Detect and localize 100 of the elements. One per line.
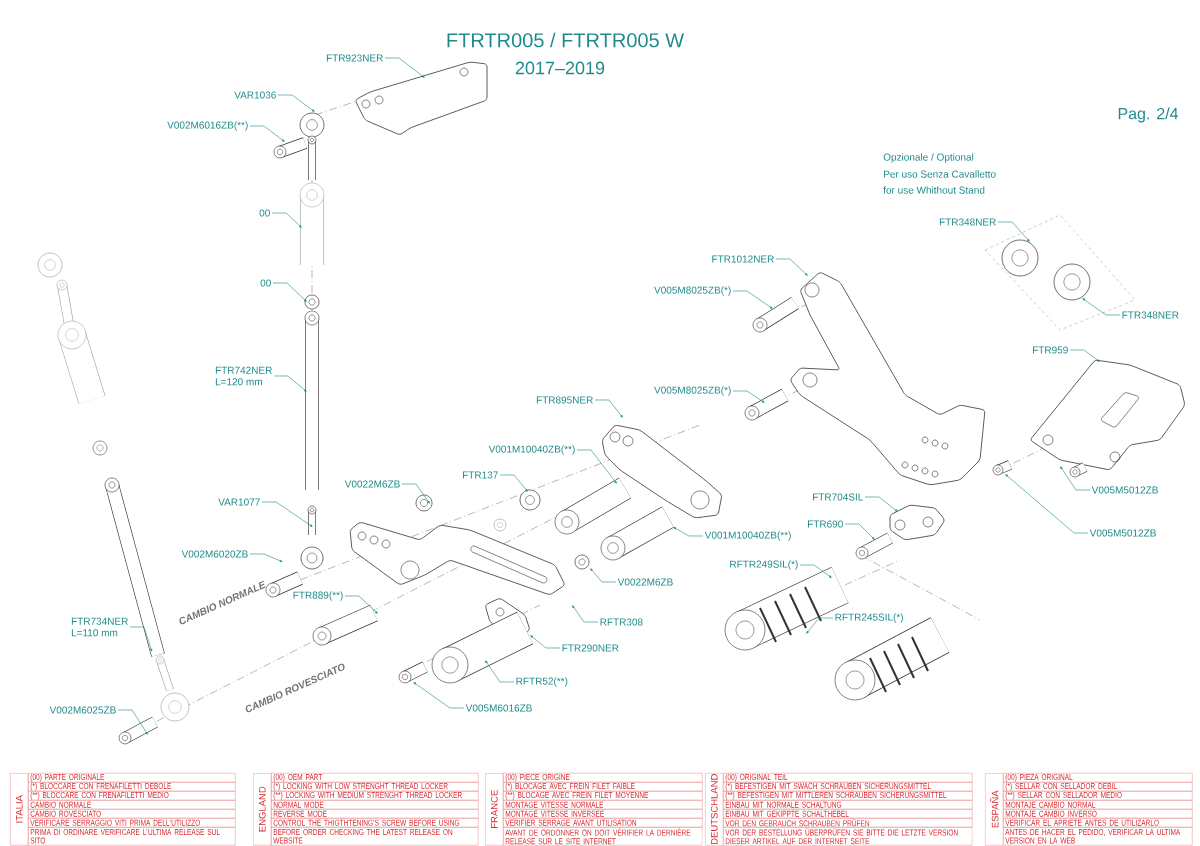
callout-label: FTR290NER (562, 644, 619, 652)
callout-label: FTR742NER L=120 mm (215, 366, 272, 386)
callout-label: V0022M6ZB (344, 480, 400, 488)
table-cell: (*) LOCKING WITH LOW STRENGHT THREAD LOCKER (271, 782, 479, 792)
leader-line (271, 212, 302, 228)
leader-line (413, 682, 465, 709)
note: Opzionale / Optional (883, 153, 974, 163)
leader-line (844, 523, 875, 540)
country-cell: ESPAÑA (985, 773, 1004, 846)
title: FTRTR005 / FTRTR005 W (447, 32, 684, 48)
table-cell: CAMBIO ROVESCIATO (28, 809, 236, 819)
leader-line (732, 290, 773, 309)
table-cell: EINBAU MIT NORMALE SCHALTUNG (723, 800, 973, 810)
table-cell: PRIMA DI ORDINARE VERIFICARE L'ULTIMA RELEASE SUL SITO (28, 827, 236, 846)
page-number: Pag. 2/4 (1118, 107, 1179, 123)
leader-line (344, 595, 378, 614)
callout-label: V005M8025ZB(*) (654, 386, 731, 396)
table-cell: MONTAJE CAMBIO INVERSO (1003, 809, 1193, 819)
leader-line (261, 501, 313, 527)
leader-line (129, 626, 153, 652)
table-cell: (*) BEFESTIGEN MIT SWACH SCHRAUBEN SICHERUNGSMITTEL (723, 782, 973, 792)
table-cell: MONTAGE VITESSE NORMALE (503, 800, 703, 810)
table-cell: ANTES DE HACER EL PEDIDO, VERIFICAR LA ULTIMA VERSION EN LA WEB (1003, 827, 1193, 846)
table-cell: (**) SELLAR CON SELLADOR MEDIO (1003, 791, 1193, 801)
callout-label: FTR704SIL (813, 493, 863, 501)
callout-label: V005M5012ZB (1089, 529, 1156, 537)
table-cell: MONTAJE CAMBIO NORMAL (1003, 800, 1193, 810)
leader-line (576, 449, 617, 484)
callout-label: FTR734NER L=110 mm (71, 617, 128, 637)
table-cell: (00) PIEZA ORIGINAL (1003, 773, 1193, 783)
callout-label: V005M8025ZB(*) (654, 286, 731, 296)
leader-line (277, 94, 315, 112)
table-cell: (00) ORIGINAL TEIL (723, 773, 973, 783)
table-cell: (**) BLOCCARE CON FRENAFILETTI MEDIO (28, 791, 236, 801)
leader-line (806, 617, 834, 634)
leader-line (997, 221, 1030, 242)
callout-label: V001M10040ZB(**) (704, 531, 791, 541)
callout-label: RFTR52(**) (516, 677, 568, 687)
table-cell: (*) BLOCCARE CON FRENAFILETTI DEBOLE (28, 782, 236, 792)
leader-line (1005, 474, 1089, 534)
leader-line (485, 660, 515, 683)
leader-line (732, 390, 765, 403)
table-cell: VOR DER BESTELLUNG ÜBERPRÜFEN SIE BITTE DIE LETZTE VERSION DIESER ARTIKEL AUF DER INTERNET SEITE (723, 827, 973, 846)
callout-label: FTR137 (463, 471, 498, 479)
table-cell: (00) PIECE ORIGINE (503, 773, 703, 783)
table-cell: (00) OEM PART (271, 773, 479, 783)
country-cell: ENGLAND (253, 773, 272, 846)
leader-line (590, 568, 617, 583)
table-cell: VOR DEN GEBRAUCH SCHRAUBEN PRÜFEN (723, 818, 973, 828)
table-cell: MONTAGE VITESSE INVERSEE (503, 809, 703, 819)
leader-line (384, 57, 425, 78)
leader-line (799, 564, 832, 578)
note: for use Whithout Stand (883, 186, 985, 194)
callout-label: VAR1036 (234, 91, 276, 99)
table-cell: CONTROL THE THIGTHTENING'S SCREW BEFORE USING (271, 818, 479, 828)
callout-label: RFTR245SIL(*) (835, 613, 903, 623)
table-cell: (*) SELLAR CON SELLADOR DEBIL (1003, 782, 1193, 792)
leader-line (249, 553, 283, 562)
table-cell: NORMAL MODE (271, 800, 479, 810)
leader-line (673, 527, 704, 537)
table-cell: (00) PARTE ORIGINALE (28, 773, 236, 783)
country-cell: FRANCE (485, 773, 504, 846)
leader-line (272, 282, 307, 302)
leader-line (775, 258, 808, 276)
callout-label: V0022M6ZB (617, 578, 673, 586)
leader-line (864, 496, 898, 512)
leader-line (530, 635, 561, 649)
table-cell: REVERSE MODE (271, 809, 479, 819)
table-cell: VERIFICARE SERRAGGIO VITI PRIMA DELL'UTILIZZO (28, 818, 236, 828)
leader-line (249, 125, 285, 142)
callout-label: FTR923NER (326, 54, 383, 62)
callout-label: V005M6016ZB (465, 704, 532, 712)
callout-label: 00 (259, 209, 270, 217)
callout-label: V002M6025ZB (49, 706, 116, 714)
table-cell: BEFORE ORDER CHECKING THE LATEST RELEASE ON WEBSITE (271, 827, 479, 846)
table-cell: (**) LOCKING WITH MEDIUM STRENGHT THREAD LOCKER (271, 791, 479, 801)
table-cell: EINBAU MIT GEKIPPTE SCHALTHEBEL (723, 809, 973, 819)
leader-line (499, 474, 528, 492)
callout-label: FTR348NER (1122, 311, 1179, 319)
callout-label: FTR348NER (939, 218, 996, 226)
table-cell: AVANT DE ORDONNER ON DOIT VÉRIFIER LA DERNIÈRE RELEASE SUR LE SITE INTERNET (503, 827, 703, 846)
leader-line (1060, 466, 1091, 491)
note: Per uso Senza Cavalletto (884, 170, 996, 178)
table-cell: (**) BLOCAGE AVEC FREIN FILET MOYENNE (503, 791, 703, 801)
year-range: 2017–2019 (515, 61, 605, 75)
leader-line (594, 399, 623, 418)
callout-label: VAR1077 (218, 498, 260, 506)
table-cell: (**) BEFESTIGEN MIT MITTLEREN SCHRAUBEN SICHERUNGSMITTEL (723, 791, 973, 801)
table-cell: CAMBIO NORMALE (28, 800, 236, 810)
table-cell: VERIFIER SERRAGE AVANT UTILISATION (503, 818, 703, 828)
callout-label: RFTR249SIL(*) (730, 560, 798, 570)
callout-label: RFTR308 (600, 618, 643, 626)
callout-label: FTR889(**) (293, 591, 343, 601)
callout-label: FTR1012NER (712, 255, 774, 263)
callout-label: FTR959 (1033, 346, 1068, 354)
callout-label: FTR690 (808, 520, 843, 528)
leader-line (1069, 349, 1100, 362)
table-cell: VERIFICAR EL APRIETE ANTES DE UTILIZARLO (1003, 818, 1193, 828)
leader-line (572, 605, 599, 623)
callout-label: 00 (260, 279, 271, 287)
